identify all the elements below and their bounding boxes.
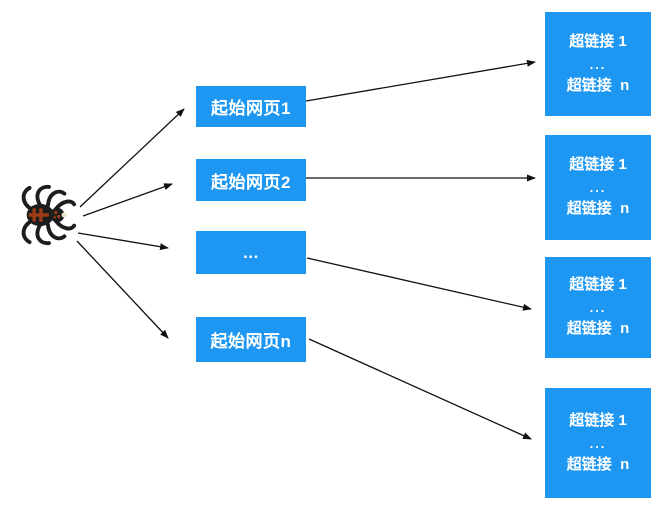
hyperlink-box-2: 超链接 1 ... 超链接 n [545, 135, 651, 240]
hyperlink-line-1: 超链接 1 [569, 156, 627, 174]
arrow-startpage-1-to-links-1 [305, 59, 536, 102]
start-page-box-2: 起始网页2 [196, 159, 306, 201]
hyperlink-ellipsis: ... [589, 435, 607, 451]
start-page-label: ... [243, 242, 259, 262]
hyperlink-ellipsis: ... [589, 56, 607, 72]
hyperlink-ellipsis: ... [589, 180, 607, 195]
hyperlink-box-4: 超链接 1 ... 超链接 n [545, 388, 651, 498]
web-crawler-spider-icon [21, 184, 77, 246]
hyperlink-line-1: 超链接 1 [569, 411, 627, 429]
start-page-label: 起始网页n [210, 332, 292, 351]
arrow-spider-to-startpage-ellipsis [77, 232, 169, 251]
spider-legs [21, 184, 77, 246]
hyperlink-ellipsis: ... [589, 300, 607, 315]
hyperlink-box-3: 超链接 1 ... 超链接 n [545, 257, 651, 358]
hyperlink-box-1: 超链接 1 ... 超链接 n [545, 12, 651, 116]
hyperlink-line-n: 超链接 n [566, 320, 630, 337]
arrow-spider-to-startpage-n [76, 240, 169, 339]
hyperlink-line-n: 超链接 n [566, 200, 630, 217]
arrow-ellipsis-to-links-3 [306, 257, 532, 311]
arrow-spider-to-startpage-2 [82, 183, 173, 217]
start-page-label: 起始网页2 [211, 172, 291, 192]
arrow-startpage-n-to-links-4 [308, 338, 532, 440]
spider-markings [28, 208, 61, 222]
hyperlink-line-1: 超链接 1 [569, 276, 627, 294]
start-page-label: 起始网页1 [211, 99, 291, 118]
start-page-box-ellipsis: ... [196, 231, 306, 274]
hyperlink-line-n: 超链接 n [566, 455, 630, 473]
arrow-spider-to-startpage-1 [79, 108, 185, 208]
start-page-box-1: 起始网页1 [196, 86, 306, 127]
hyperlink-line-1: 超链接 1 [569, 32, 627, 50]
start-page-box-n: 起始网页n [196, 317, 306, 362]
spider-head-dot [61, 212, 67, 218]
hyperlink-line-n: 超链接 n [566, 76, 630, 94]
